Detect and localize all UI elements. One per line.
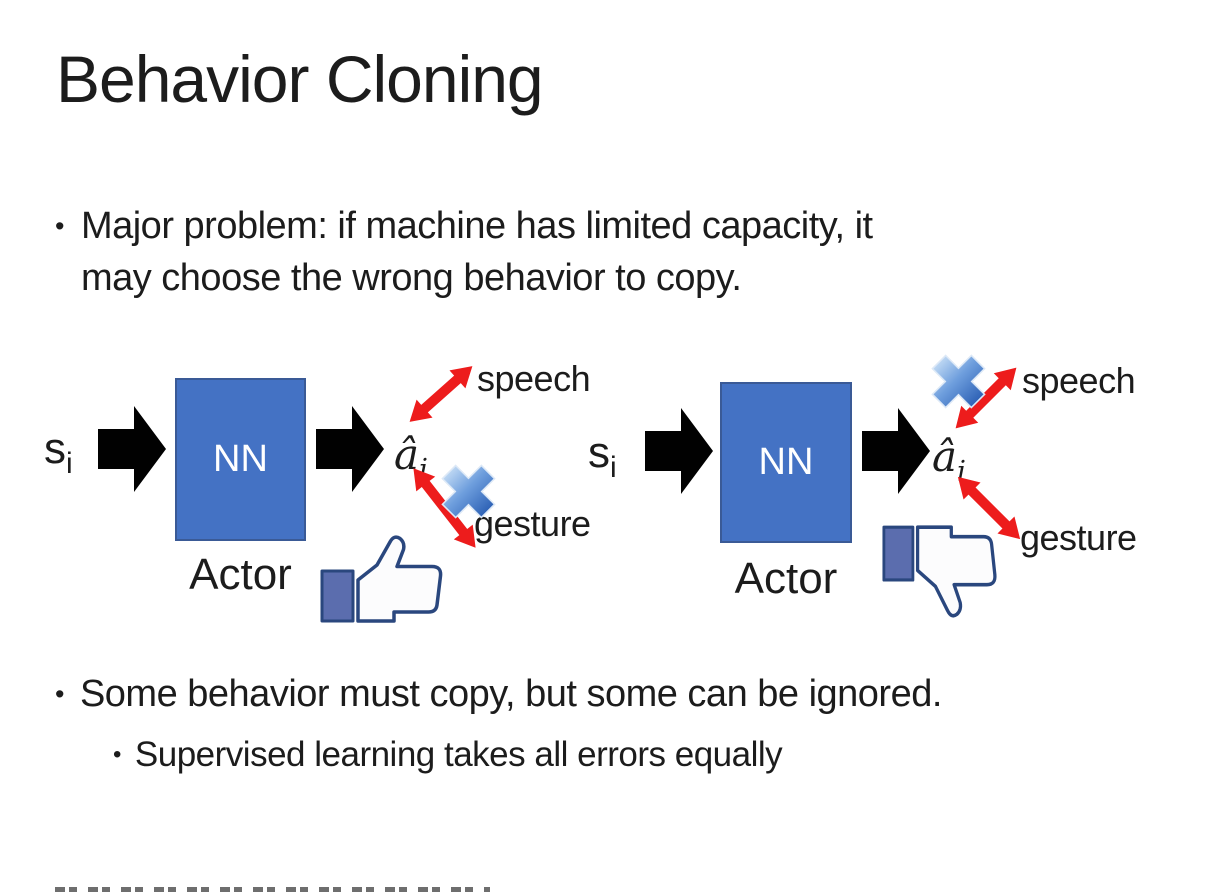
- gesture-arrow-icon-right: [957, 476, 1021, 540]
- speech-label-left: speech: [477, 358, 591, 399]
- cutoff-text-artifact: [55, 887, 490, 892]
- input-arrow-icon-left: [98, 406, 166, 492]
- thumbs-down-icon: [882, 525, 997, 618]
- bullet-text: Supervised learning takes all errors equ…: [134, 735, 783, 774]
- bullet-supervised-learning: • Supervised learning takes all errors e…: [113, 732, 783, 778]
- bullet-major-problem: • Major problem: if machine has limited …: [55, 200, 873, 304]
- x-mark-icon-left: [441, 464, 496, 519]
- bullet-text: Some behavior must copy, but some can be…: [79, 673, 942, 715]
- bullet-marker: •: [55, 679, 64, 709]
- bullet-some-behavior: • Some behavior must copy, but some can …: [55, 668, 942, 720]
- bullet-marker: •: [113, 741, 121, 768]
- page-title: Behavior Cloning: [56, 42, 544, 116]
- gesture-arrow-icon-left: [413, 468, 476, 548]
- speech-arrow-icon-right: [955, 367, 1017, 429]
- predicted-action-label-left: âi: [394, 430, 429, 486]
- nn-box-left: NN: [175, 378, 306, 541]
- x-mark-icon-right: [931, 354, 986, 409]
- gesture-label-right: gesture: [1020, 517, 1137, 558]
- actor-label-right: Actor: [734, 554, 838, 603]
- nn-label: NN: [213, 438, 268, 480]
- actor-label-left: Actor: [189, 550, 292, 599]
- gesture-label-left: gesture: [474, 503, 591, 544]
- speech-arrow-icon-left: [409, 366, 473, 422]
- state-input-label-right: si: [588, 428, 617, 484]
- thumbs-up-icon: [320, 535, 443, 623]
- state-input-label-left: si: [44, 424, 73, 480]
- input-arrow-icon-right: [645, 408, 713, 494]
- output-arrow-icon-left: [316, 406, 384, 492]
- speech-label-right: speech: [1022, 360, 1136, 401]
- nn-label: NN: [758, 441, 814, 483]
- bullet-marker: •: [55, 211, 64, 241]
- bullet-text: Major problem: if machine has limited ca…: [80, 205, 873, 299]
- nn-box-right: NN: [720, 382, 852, 543]
- predicted-action-label-right: âi: [932, 432, 967, 488]
- output-arrow-icon-right: [862, 408, 930, 494]
